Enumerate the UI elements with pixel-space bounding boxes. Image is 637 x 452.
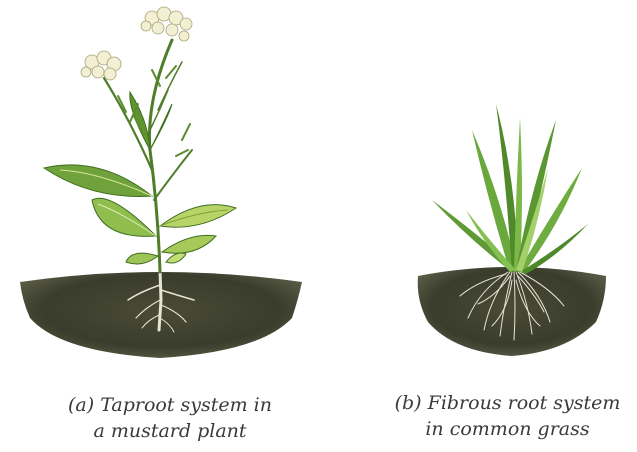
- grass-illustration: [417, 104, 606, 356]
- caption-fibrous-line1: (b) Fibrous root system: [394, 392, 621, 414]
- grass-blades: [432, 104, 588, 274]
- caption-fibrous-line2: in common grass: [425, 418, 590, 440]
- stem: [102, 38, 193, 274]
- seed-pods: [117, 65, 191, 157]
- fibrous-roots: [459, 271, 565, 341]
- flower-clusters: [80, 6, 193, 81]
- caption-taproot-line1: (a) Taproot system in: [68, 394, 272, 416]
- mustard-plant-illustration: [20, 6, 302, 358]
- caption-taproot-line2: a mustard plant: [93, 420, 247, 442]
- leaves: [42, 90, 238, 265]
- soil-mound: [417, 267, 606, 356]
- caption-fibrous-root: (b) Fibrous root system in common grass: [380, 390, 635, 442]
- taproot: [127, 268, 195, 333]
- caption-taproot: (a) Taproot system in a mustard plant: [30, 392, 310, 444]
